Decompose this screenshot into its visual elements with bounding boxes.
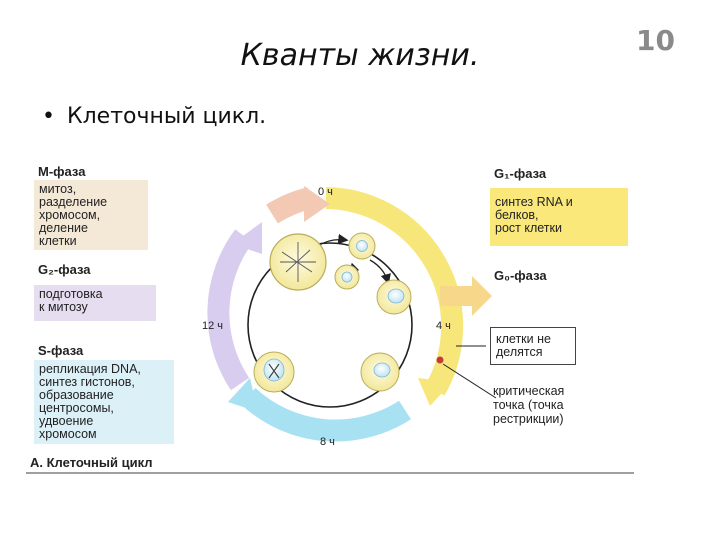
- g2-phase-arc: [207, 229, 253, 391]
- page-number: 10: [636, 24, 675, 57]
- daughter-cell-1: [348, 232, 376, 260]
- s-line: репликация DNA,: [39, 362, 141, 376]
- bullet-item: • Клеточный цикл.: [42, 104, 266, 129]
- g0-phase-description: клетки не делятся: [490, 327, 576, 365]
- time-label-0: 0 ч: [318, 186, 333, 198]
- s-phase-title: S-фаза: [38, 343, 84, 358]
- g1-phase-description: синтез RNA и белков, рост клетки: [490, 188, 628, 246]
- m-line: разделение: [39, 195, 108, 209]
- s-line: хромосом: [39, 427, 97, 441]
- m-line: хромосом,: [39, 208, 101, 222]
- s-phase-arc: [240, 387, 411, 442]
- growing-cell: [376, 279, 412, 315]
- slide-title: Кванты жизни.: [240, 38, 480, 73]
- time-label-12: 12 ч: [202, 320, 224, 332]
- time-label-4: 4 ч: [436, 320, 451, 332]
- g1-line: синтез RNA и: [495, 195, 573, 209]
- s-line: синтез гистонов,: [39, 375, 135, 389]
- mitosis-cell: [269, 233, 327, 291]
- m-phase-title: M-фаза: [38, 164, 86, 179]
- s-line: центросомы,: [39, 401, 114, 415]
- g1-phase-arc: [325, 187, 464, 396]
- g0-phase-title: G₀-фаза: [494, 268, 547, 283]
- s-phase-description: репликация DNA, синтез гистонов, образов…: [34, 360, 174, 444]
- s-line: удвоение: [39, 414, 94, 428]
- g1-line: рост клетки: [495, 221, 562, 235]
- m-line: митоз,: [39, 182, 77, 196]
- restriction-point-dot: [436, 356, 444, 364]
- time-label-8: 8 ч: [320, 436, 335, 448]
- restriction-line: критическая: [493, 384, 565, 398]
- daughter-cell-2: [334, 264, 360, 290]
- restriction-point-label: критическая точка (точка рестрикции): [493, 384, 564, 426]
- g2-arrowhead: [232, 222, 262, 254]
- g2-phase-title: G₂-фаза: [38, 262, 91, 277]
- g0-branch-arrow: [440, 276, 492, 316]
- g2-phase-description: подготовка к митозу: [34, 285, 156, 321]
- s-phase-cell: [360, 352, 400, 392]
- g2-line: подготовка: [39, 287, 103, 301]
- m-line: клетки: [39, 234, 77, 248]
- m-phase-description: митоз, разделение хромосом, деление клет…: [34, 180, 148, 250]
- restriction-line: рестрикции): [493, 412, 564, 426]
- figure-caption: A. Клеточный цикл: [30, 455, 153, 470]
- m-arrowhead: [304, 186, 330, 222]
- bullet-dot: •: [42, 104, 55, 129]
- inner-cycle-ring: [247, 242, 413, 408]
- g0-line: клетки не: [496, 332, 551, 346]
- restriction-line: точка (точка: [493, 398, 564, 412]
- g2-line: к митозу: [39, 300, 88, 314]
- s-line: образование: [39, 388, 114, 402]
- g2-cell: [253, 351, 295, 393]
- g0-line: делятся: [496, 345, 543, 359]
- g1-phase-title: G₁-фаза: [494, 166, 547, 181]
- restriction-pointer: [442, 363, 497, 399]
- m-line: деление: [39, 221, 88, 235]
- s-arrowhead: [228, 378, 258, 412]
- g1-line: белков,: [495, 208, 539, 222]
- bullet-text: Клеточный цикл.: [66, 104, 267, 129]
- inner-arrow-2: [369, 259, 391, 285]
- g1-arrowhead: [418, 378, 452, 406]
